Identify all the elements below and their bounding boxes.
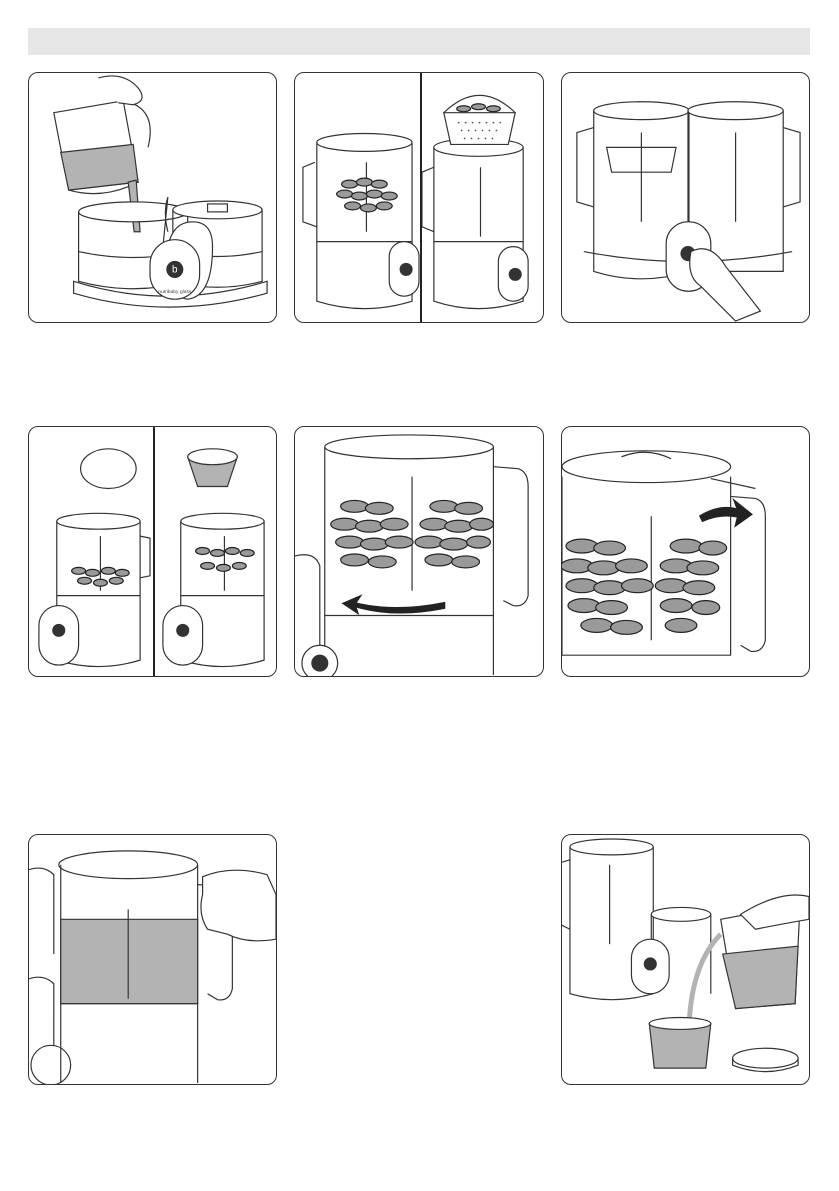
step-5-illustration: [294, 426, 544, 677]
rotate-lid-drawing: [562, 427, 809, 676]
section-header-bar: [28, 28, 810, 55]
pour-water-drawing: b nutribaby glass: [29, 73, 276, 322]
step-2-illustration: [294, 72, 544, 323]
blend-drawing: [29, 835, 276, 1084]
press-button-drawing: [562, 73, 809, 322]
step-8-illustration: [561, 834, 810, 1085]
step-6-illustration: [561, 426, 810, 677]
step-4-illustration: [28, 426, 277, 677]
step-3-illustration: [561, 72, 810, 323]
rotate-bowl-drawing: [295, 427, 543, 676]
panel-divider: [153, 427, 155, 676]
step-7-illustration: [28, 834, 277, 1085]
brand-name: nutribaby glass: [158, 289, 192, 295]
panel-divider: [420, 73, 422, 322]
step-1-illustration: b nutribaby glass: [28, 72, 277, 323]
rotate-arrow-icon: [345, 598, 444, 612]
steam-basket-drawing: [295, 73, 543, 322]
pour-puree-drawing: [562, 835, 809, 1084]
brand-logo-letter: b: [172, 264, 178, 275]
rotate-arrow-icon: [701, 502, 751, 524]
